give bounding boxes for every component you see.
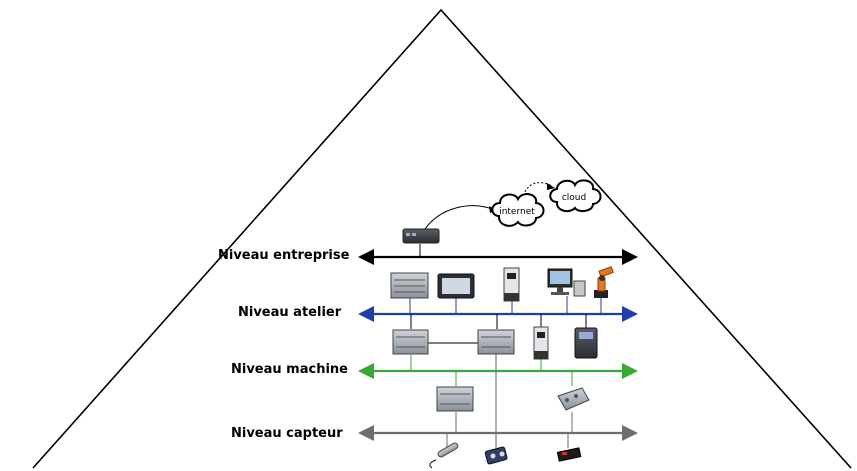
network-switch-icon bbox=[402, 228, 440, 257]
pyramid-outline bbox=[32, 8, 852, 469]
switch-to-internet-link bbox=[424, 205, 496, 230]
frequency-drive-icon bbox=[574, 327, 598, 359]
level-label-atelier: Niveau atelier bbox=[238, 305, 342, 320]
level-label-machine: Niveau machine bbox=[231, 362, 348, 377]
internet-label: internet bbox=[499, 207, 535, 217]
controller-module-icon bbox=[503, 267, 520, 302]
bus-atelier bbox=[358, 306, 638, 322]
level-label-entreprise: Niveau entreprise bbox=[218, 248, 350, 263]
io-block-icon bbox=[436, 386, 474, 412]
industrial-robot-icon bbox=[594, 266, 614, 298]
level-label-capteur: Niveau capteur bbox=[231, 426, 343, 441]
server-rack-icon bbox=[390, 272, 429, 299]
cloud-label: cloud bbox=[562, 193, 586, 203]
fiber-sensor-icon bbox=[556, 447, 582, 462]
hmi-panel-icon bbox=[437, 273, 475, 299]
capteur-bus-drops bbox=[455, 371, 573, 386]
workstation-icon bbox=[547, 268, 586, 297]
io-to-sensor-bus-drops bbox=[455, 412, 573, 433]
bus-machine bbox=[358, 363, 638, 379]
atelier-drops bbox=[409, 296, 602, 314]
photoelectric-sensor-icon bbox=[484, 446, 508, 465]
proximity-sensor-icon bbox=[429, 442, 459, 469]
plc-unit-2-icon bbox=[477, 329, 515, 355]
io-module-icon bbox=[533, 326, 549, 360]
machine-to-bus-drops bbox=[410, 355, 542, 371]
internet-cloud-icon: internet bbox=[491, 193, 545, 227]
sensor-drops bbox=[446, 433, 569, 448]
cloud-icon: cloud bbox=[549, 179, 602, 213]
distribution-block-icon bbox=[557, 387, 590, 411]
bus-capteur bbox=[358, 425, 638, 441]
plc-unit-1-icon bbox=[392, 329, 429, 355]
bus-entreprise bbox=[358, 249, 638, 265]
